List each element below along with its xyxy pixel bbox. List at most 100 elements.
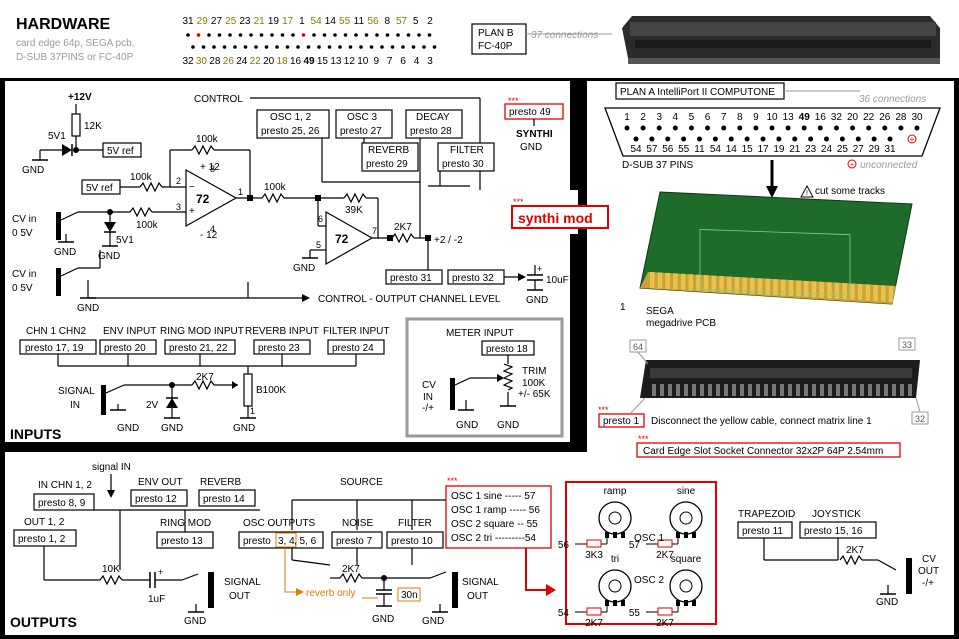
svg-text:***: ***	[598, 405, 609, 415]
svg-text:72: 72	[196, 192, 210, 206]
svg-text:presto 8, 9: presto 8, 9	[38, 498, 86, 509]
dsub-pin	[705, 125, 711, 131]
outputs-circuit: signal IN IN CHN 1, 2 presto 8, 9 ENV OU…	[10, 462, 939, 630]
pin-dot	[238, 33, 243, 37]
pin-dot	[249, 33, 253, 37]
svg-text:2: 2	[176, 176, 181, 186]
svg-text:***: ***	[447, 476, 458, 486]
pin-dot	[348, 45, 353, 49]
svg-text:JOYSTICK: JOYSTICK	[812, 509, 861, 520]
plan-b-box	[471, 23, 527, 55]
svg-text:SIGNAL: SIGNAL	[224, 577, 261, 588]
dsub-pin-label: 28	[895, 112, 907, 123]
svg-text:3, 4: 3, 4	[278, 536, 295, 547]
dsub-shell	[604, 107, 941, 157]
unconnected-label: unconnected	[860, 160, 918, 171]
dsub-pin	[808, 136, 814, 142]
pin-top-label: 14	[325, 16, 337, 27]
pin-top-label: 55	[339, 16, 351, 27]
pot-pin-number: 57	[629, 540, 641, 551]
svg-text:+: +	[189, 206, 195, 217]
svg-text:TRIM: TRIM	[522, 366, 546, 377]
pcb-label-1: SEGA	[646, 306, 674, 317]
pot-pin-number: 56	[558, 540, 570, 551]
pin-dot	[396, 33, 400, 37]
svg-text:***: ***	[508, 96, 519, 106]
svg-text:ENV OUT: ENV OUT	[138, 477, 182, 488]
svg-text:OSC 2 tri ---------54: OSC 2 tri ---------54	[451, 533, 536, 544]
svg-text:2V: 2V	[146, 400, 159, 411]
pin-dot	[196, 33, 201, 37]
svg-text:100K: 100K	[522, 378, 546, 389]
dsub-pin-label: 14	[726, 144, 738, 155]
svg-text:5V1: 5V1	[48, 131, 66, 142]
dsub-pin	[817, 125, 823, 131]
pin-dot	[191, 45, 195, 49]
svg-text:5V ref: 5V ref	[107, 146, 134, 157]
pin-bottom-label: 20	[263, 56, 275, 67]
pot-resistor	[657, 539, 673, 548]
pot-label: ramp	[604, 486, 627, 497]
svg-text:2K7: 2K7	[196, 372, 214, 383]
dsub-pin	[712, 136, 718, 142]
dsub-pin-label: 20	[847, 112, 859, 123]
dsub-pin-label: 54	[710, 144, 722, 155]
svg-text:GND: GND	[161, 423, 183, 434]
svg-text:FILTER INPUT: FILTER INPUT	[323, 326, 389, 337]
osc-pin-list	[445, 485, 552, 549]
svg-text:CV: CV	[422, 380, 436, 391]
svg-text:+: +	[537, 264, 542, 274]
dsub-pin-label: 10	[766, 112, 778, 123]
plan-b-label: PLAN B	[478, 28, 514, 39]
dsub-pin	[833, 125, 839, 131]
plan-b-part: FC-40P	[478, 41, 513, 52]
pin-bottom-label: 12	[344, 56, 356, 67]
pot-resistor-value: 2K7	[656, 550, 674, 561]
pin-bottom-label: 10	[357, 56, 369, 67]
svg-text:GND: GND	[422, 616, 444, 627]
plan-a-connections: 36 connections	[859, 94, 926, 105]
pin-bottom-label: 3	[427, 56, 433, 67]
pin-dot	[243, 45, 248, 49]
svg-text:presto 18: presto 18	[486, 344, 528, 355]
dsub-pin	[624, 125, 630, 131]
osc1-label: OSC 1	[634, 533, 664, 544]
svg-text:IN: IN	[70, 400, 80, 411]
svg-text:2K7: 2K7	[846, 545, 864, 556]
pin-dot	[254, 45, 258, 49]
dsub-pin	[785, 125, 791, 131]
pin-dot	[186, 33, 190, 37]
svg-text:1uF: 1uF	[148, 594, 165, 605]
dsub-pin-label: 17	[757, 144, 769, 155]
pin-dot	[212, 45, 216, 49]
dsub-pin-label: 55	[678, 144, 690, 155]
svg-text:CHN 1 CHN2: CHN 1 CHN2	[26, 326, 86, 337]
pin-dot	[285, 45, 290, 49]
pin-top-label: 29	[197, 16, 209, 27]
pin-bottom-label: 4	[414, 56, 420, 67]
pin-dot	[301, 33, 306, 37]
svg-text:OUT 1, 2: OUT 1, 2	[24, 517, 65, 528]
svg-text:reverb only: reverb only	[306, 588, 355, 599]
pin-dot	[343, 33, 348, 37]
sega-pcb-image	[639, 191, 913, 305]
svg-text:signal IN: signal IN	[92, 462, 131, 473]
slot-presto-1: presto 1	[603, 416, 640, 427]
dsub-pin	[697, 136, 702, 142]
svg-text:presto 7: presto 7	[336, 536, 373, 547]
svg-text:presto 31: presto 31	[390, 273, 432, 284]
svg-text:REVERB INPUT: REVERB INPUT	[245, 326, 319, 337]
dsub-pin-label: 32	[831, 112, 843, 123]
svg-text:1: 1	[238, 187, 243, 197]
dsub-pin	[792, 136, 798, 142]
pin-bottom-label: 49	[303, 56, 315, 67]
svg-text:***: ***	[513, 197, 524, 207]
dsub-pin-label: 6	[705, 112, 711, 123]
svg-text:NOISE: NOISE	[342, 518, 373, 529]
dsub-pin	[760, 136, 766, 142]
dsub-pin	[649, 136, 655, 142]
dsub-pin	[914, 125, 920, 131]
svg-text:4: 4	[210, 224, 215, 234]
